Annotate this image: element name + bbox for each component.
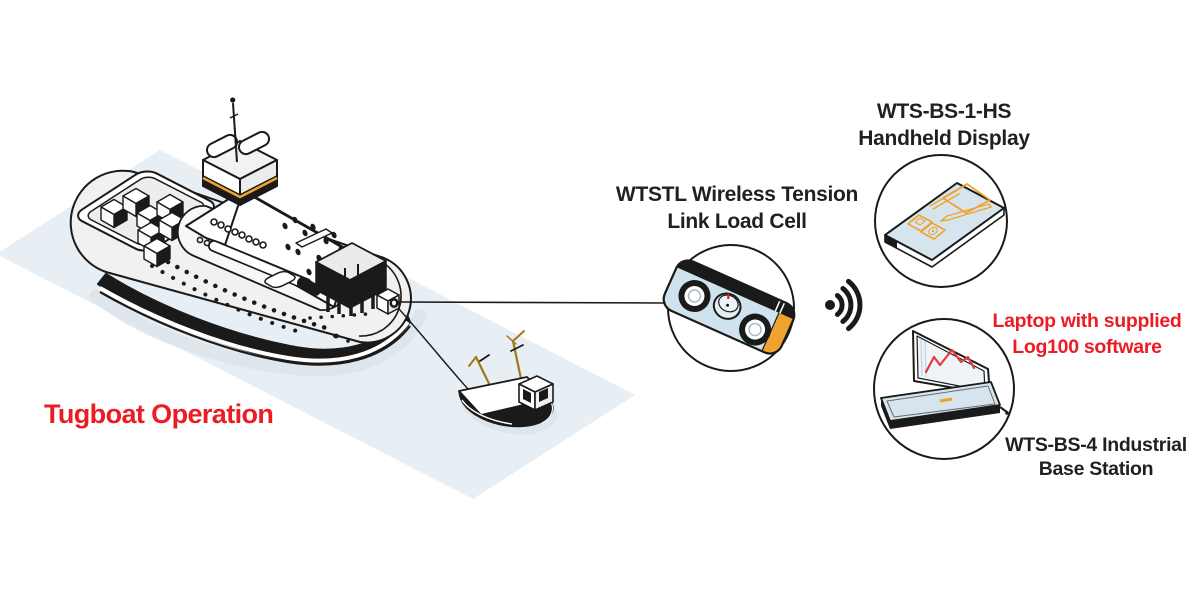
tow-attachment-point [376, 276, 400, 315]
tugboat-illustration [71, 97, 412, 366]
bridge-dark-band [203, 175, 277, 205]
tow-line [398, 308, 469, 390]
hull-port [346, 339, 350, 343]
handheld-detail [874, 154, 1008, 288]
laptop-label-line1: Laptop with supplied [993, 310, 1182, 332]
load-cell-callout-line [397, 301, 668, 304]
bridge [202, 97, 278, 206]
handheld-button [907, 214, 933, 232]
base-station-label-line2: Base Station [1039, 458, 1154, 480]
nameplate [296, 229, 332, 247]
load-cell-top-band [676, 260, 795, 321]
laptop-detail [873, 318, 1015, 460]
load-cell-label-line2: Link Load Cell [667, 210, 806, 233]
handheld-label-line2: Handheld Display [858, 127, 1030, 150]
boat-cabin [518, 375, 554, 411]
aft-winch-house [315, 242, 387, 316]
cargo-box [100, 198, 128, 229]
base-station-label-line1: WTS-BS-4 Industrial [1005, 434, 1187, 456]
cargo-box [143, 237, 171, 268]
handheld-button [920, 222, 946, 240]
waterline [99, 291, 411, 366]
handheld-face-details [907, 183, 992, 240]
handheld-label-line1: WTS-BS-1-HS [877, 100, 1012, 123]
lifeboat [262, 270, 298, 289]
load-cell-device [662, 259, 796, 355]
handheld-top-face [884, 182, 1005, 261]
scene-title: Tugboat Operation [44, 399, 273, 429]
handheld-device [884, 182, 1005, 268]
load-cell-knob [712, 292, 742, 320]
laptop-base-front [890, 405, 1000, 429]
porthole-rows [150, 259, 370, 334]
load-cell-detail [662, 244, 796, 372]
load-cell-label-line1: WTSTL Wireless Tension [616, 183, 858, 206]
bridge-fin [237, 130, 271, 156]
log100-chart-line [924, 348, 976, 374]
bridge-orange-stripe [202, 176, 278, 199]
antenna-mast [229, 97, 239, 163]
stylus [940, 203, 992, 222]
laptop-label-line2: Log100 software [1012, 336, 1162, 358]
towed-boat [458, 330, 554, 428]
boat-waterline [461, 399, 513, 425]
waterline-stripe [99, 286, 410, 363]
stern-posts [326, 264, 375, 316]
wireless-signal-icon [825, 278, 863, 332]
hull-port [333, 333, 339, 339]
laptop-device [880, 330, 1009, 429]
handheld-screen [942, 183, 991, 214]
